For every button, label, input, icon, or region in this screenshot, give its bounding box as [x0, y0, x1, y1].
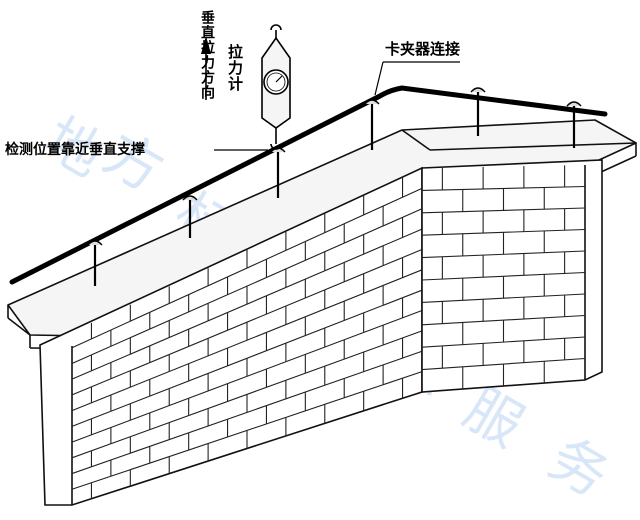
right-wall	[421, 159, 603, 393]
clamp-leader	[374, 61, 384, 96]
watermark-char: 务	[538, 426, 619, 510]
post-2	[182, 195, 198, 238]
railing-posts	[87, 87, 582, 286]
front-wall	[39, 166, 423, 506]
post-5	[470, 87, 486, 136]
railing	[9, 85, 608, 285]
post-6	[566, 101, 582, 148]
leader-lines	[214, 61, 460, 151]
tension-meter	[261, 24, 291, 150]
vertical-force-arrow	[201, 36, 211, 100]
post-4	[364, 99, 380, 150]
test-position-label: 检测位置靠近垂直支撑	[5, 142, 145, 158]
right-brick-pattern	[421, 165, 586, 389]
vertical-force-direction-label: 垂直拉力方向	[199, 10, 215, 100]
tension-meter-label: 拉力计	[226, 44, 244, 92]
front-brick-pattern	[71, 177, 423, 499]
clamp-connection-label: 卡夹器连接	[385, 40, 461, 58]
post-1	[87, 240, 103, 286]
